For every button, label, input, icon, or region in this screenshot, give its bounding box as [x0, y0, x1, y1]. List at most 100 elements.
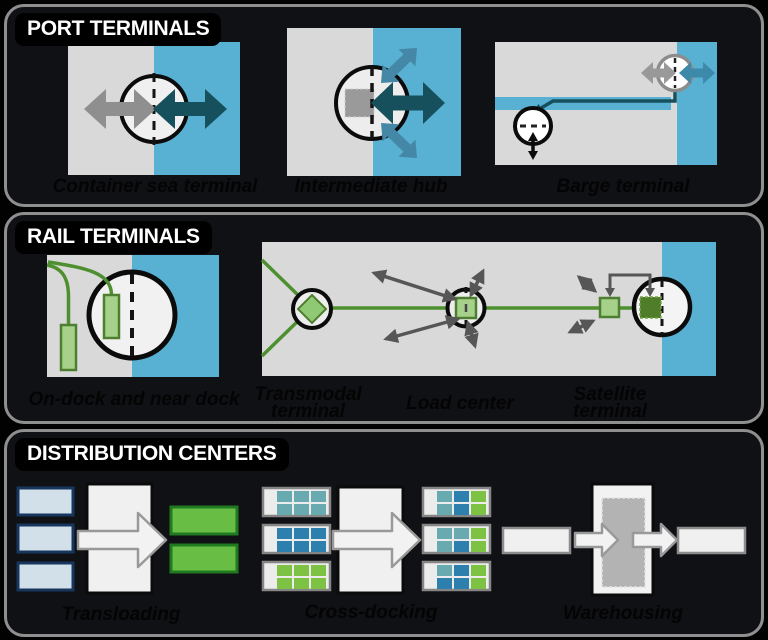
cargo-cell-teal — [437, 541, 452, 552]
on-dock-rail-yard — [102, 293, 121, 340]
flow-arrow-icon — [331, 511, 422, 569]
inbound-arrow-icon — [573, 522, 620, 558]
port-terminals-title: PORT TERMINALS — [27, 17, 210, 40]
caption-on-dock: On-dock and near dock — [28, 389, 240, 410]
rail-network-diagram — [260, 242, 716, 376]
cargo-cell-blue — [437, 578, 452, 589]
panel-rail-terminals: RAIL TERMINALS — [4, 212, 764, 424]
caption-barge-terminal: Barge terminal — [556, 176, 690, 197]
caption-satellite-terminal: Satellite terminal — [573, 384, 647, 422]
on-dock-diagram — [46, 255, 219, 377]
cargo-cell-teal — [437, 491, 452, 502]
cargo-cell-blue — [311, 528, 326, 539]
cargo-cell-green — [294, 565, 309, 576]
cargo-cell-blue — [454, 578, 469, 589]
flow-arrow-icon — [76, 511, 168, 569]
cargo-cell-blue — [277, 541, 292, 552]
cargo-cell-green — [294, 578, 309, 589]
feeder-arrow-down-icon — [381, 123, 417, 158]
outbound-trailer-1 — [169, 505, 239, 536]
canal-strip — [495, 97, 671, 110]
port-rail-square — [639, 296, 662, 319]
port-terminals-title-badge: PORT TERMINALS — [15, 13, 222, 46]
storage-square — [344, 88, 375, 118]
transloading-diagram — [16, 482, 239, 595]
cargo-grid-right-3 — [437, 565, 486, 589]
shuttle-arrowhead-right-icon — [645, 288, 655, 297]
caption-transmodal-terminal: Transmodal terminal — [254, 385, 361, 422]
caption-satellite-line2: terminal — [573, 401, 647, 422]
outbound-trailer-2 — [169, 543, 239, 574]
transmodal-diamond — [296, 293, 328, 325]
port-terminals-figure — [68, 28, 717, 176]
caption-warehousing: Warehousing — [563, 603, 683, 624]
cargo-cell-green — [311, 578, 326, 589]
cargo-cell-green — [277, 565, 292, 576]
hinterland-arrowhead-down-icon — [528, 151, 538, 160]
rail-terminals-figure — [46, 242, 716, 377]
container-sea-terminal-diagram — [68, 42, 240, 175]
inland-flow-arrow-icon — [84, 89, 156, 129]
inbound-container-3 — [16, 561, 75, 592]
cargo-cell-blue — [311, 541, 326, 552]
panel-distribution-centers: DISTRIBUTION CENTERS — [4, 429, 764, 637]
caption-satellite-line1: Satellite — [573, 384, 647, 405]
shuttle-connector-line — [608, 273, 652, 290]
caption-transloading: Transloading — [61, 604, 181, 625]
cargo-cell-green — [471, 578, 486, 589]
cargo-cell-teal — [437, 504, 452, 515]
satellite-truck-arrow-up-icon — [576, 275, 598, 293]
rail-line-lower — [260, 318, 301, 358]
hinterland-arrowhead-up-icon — [528, 132, 538, 141]
cargo-cell-teal — [437, 528, 452, 539]
cargo-grid-right-1 — [437, 491, 486, 515]
cargo-cell-teal — [277, 504, 292, 515]
outbound-box — [676, 526, 747, 555]
caption-intermediate-hub: Intermediate hub — [294, 176, 448, 197]
cargo-cell-teal — [437, 565, 452, 576]
rail-track-near-dock — [46, 263, 71, 325]
intermediate-hub-diagram — [287, 28, 461, 176]
cargo-cell-green — [277, 578, 292, 589]
cargo-cell-blue — [277, 528, 292, 539]
cargo-cell-green — [471, 541, 486, 552]
distribution-centers-title-badge: DISTRIBUTION CENTERS — [15, 438, 289, 471]
cargo-cell-teal — [277, 491, 292, 502]
cargo-cell-teal — [311, 491, 326, 502]
rail-terminals-title-badge: RAIL TERMINALS — [15, 221, 212, 254]
outbound-arrow-icon — [631, 522, 679, 558]
satellite-truck-arrow-down-icon — [567, 319, 596, 334]
cargo-cell-green — [471, 491, 486, 502]
cargo-cell-teal — [454, 528, 469, 539]
inland-arrow-icon — [641, 62, 676, 84]
truck-arrow-downright-icon — [464, 320, 479, 349]
deepsea-arrow-icon — [371, 82, 445, 124]
cargo-grid-right-2 — [437, 528, 486, 552]
satellite-square — [598, 296, 621, 319]
inbound-container-2 — [16, 523, 75, 554]
caption-transmodal-line2: terminal — [271, 401, 345, 422]
rail-terminals-title: RAIL TERMINALS — [27, 225, 200, 248]
cargo-cell-blue — [454, 541, 469, 552]
caption-cross-docking: Cross-docking — [304, 602, 438, 623]
inbound-container-1 — [16, 486, 75, 517]
cargo-cell-green — [471, 565, 486, 576]
warehousing-diagram — [501, 482, 747, 597]
near-dock-rail-yard — [59, 323, 78, 372]
cargo-grid-left-1 — [277, 491, 326, 515]
caption-load-center: Load center — [406, 393, 514, 414]
cargo-cell-teal — [294, 491, 309, 502]
cargo-cell-blue — [294, 541, 309, 552]
cargo-cell-teal — [294, 504, 309, 515]
truck-arrow-upleft-icon — [371, 269, 458, 303]
cargo-cell-blue — [294, 528, 309, 539]
rail-track-on-dock — [47, 260, 114, 296]
cargo-grid-left-3 — [277, 565, 326, 589]
cargo-cell-green — [471, 504, 486, 515]
truck-arrow-upright-icon — [469, 268, 485, 298]
cargo-grid-left-2 — [277, 528, 326, 552]
shuttle-arrowhead-left-icon — [605, 288, 615, 297]
cargo-cell-blue — [454, 491, 469, 502]
river-arrow-icon — [679, 62, 715, 84]
